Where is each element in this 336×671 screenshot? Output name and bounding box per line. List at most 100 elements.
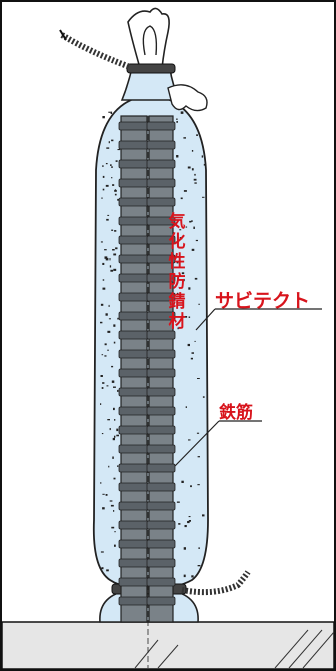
particle bbox=[114, 531, 116, 533]
particle bbox=[187, 343, 190, 347]
particle bbox=[102, 287, 106, 290]
inhibitor-char: 材 bbox=[168, 312, 186, 332]
particle bbox=[109, 265, 112, 268]
rebar-rib bbox=[146, 159, 176, 169]
particle bbox=[114, 193, 117, 196]
particle bbox=[191, 352, 194, 354]
particle bbox=[113, 407, 115, 411]
rebar-rib bbox=[118, 577, 150, 587]
particle bbox=[188, 316, 191, 318]
rebar-rib bbox=[118, 140, 150, 150]
particle bbox=[108, 141, 110, 144]
particle bbox=[114, 189, 117, 192]
rebar-label: 鉄筋 bbox=[219, 403, 253, 423]
rebar-rib bbox=[146, 577, 176, 587]
particle bbox=[100, 303, 104, 306]
particle bbox=[176, 262, 179, 264]
particle bbox=[179, 237, 183, 240]
rebar-rib bbox=[118, 254, 150, 264]
particle bbox=[176, 121, 178, 123]
particle bbox=[187, 166, 191, 169]
particle bbox=[194, 182, 197, 184]
rebar-rib bbox=[146, 463, 176, 473]
particle bbox=[191, 248, 195, 251]
particle bbox=[176, 118, 178, 120]
particle bbox=[104, 343, 107, 346]
particle bbox=[185, 316, 188, 318]
particle bbox=[191, 168, 194, 171]
inhibitor-char: 性 bbox=[168, 252, 186, 272]
particle bbox=[101, 197, 103, 199]
particle bbox=[188, 287, 191, 290]
particle bbox=[107, 419, 110, 421]
particle bbox=[197, 484, 200, 486]
particle bbox=[194, 277, 198, 280]
particle bbox=[100, 241, 103, 243]
particle bbox=[180, 197, 183, 200]
rebar-rib bbox=[146, 254, 176, 264]
particle bbox=[101, 354, 104, 356]
particle bbox=[108, 318, 111, 320]
particle bbox=[114, 230, 117, 232]
rebar-leader bbox=[174, 420, 220, 467]
particle bbox=[102, 165, 104, 167]
particle bbox=[178, 275, 180, 277]
inhibitor-char: 錆 bbox=[168, 292, 186, 312]
particle bbox=[198, 303, 200, 305]
particle bbox=[105, 494, 108, 496]
particle bbox=[100, 375, 103, 377]
particle bbox=[203, 163, 206, 166]
particle bbox=[115, 247, 118, 250]
particle bbox=[116, 428, 119, 432]
rebar-rib bbox=[118, 425, 150, 435]
top-wire-tie bbox=[60, 32, 132, 70]
particle bbox=[183, 190, 187, 192]
inhibitor-char: 化 bbox=[168, 232, 186, 252]
particle bbox=[107, 349, 109, 351]
particle bbox=[184, 525, 187, 528]
particle bbox=[190, 357, 193, 360]
rebar-rib bbox=[146, 501, 176, 511]
particle bbox=[183, 547, 186, 550]
rebar-rib bbox=[146, 178, 176, 188]
particle bbox=[105, 184, 109, 187]
particle bbox=[115, 160, 118, 162]
particle bbox=[188, 516, 191, 518]
rebar-rib bbox=[146, 520, 176, 530]
particle bbox=[102, 382, 105, 384]
rebar-rib bbox=[118, 349, 150, 359]
rebar-rib bbox=[146, 406, 176, 416]
particle bbox=[194, 340, 196, 342]
rebar-rib bbox=[146, 368, 176, 378]
particle bbox=[112, 437, 115, 441]
ground-hatch bbox=[134, 629, 335, 669]
particle bbox=[190, 485, 192, 488]
particle bbox=[109, 258, 111, 261]
particle bbox=[100, 482, 102, 484]
particle bbox=[104, 249, 107, 251]
particle bbox=[106, 385, 109, 387]
rebar-rib bbox=[146, 235, 176, 245]
rebar-rib bbox=[146, 273, 176, 283]
particle bbox=[180, 111, 184, 114]
inhibitor-char: 防 bbox=[168, 272, 186, 292]
particle bbox=[101, 567, 104, 570]
ground-slab bbox=[1, 621, 335, 670]
top-tie-band bbox=[126, 63, 176, 74]
particle bbox=[117, 389, 119, 392]
particle bbox=[183, 137, 186, 139]
rebar-rib bbox=[118, 444, 150, 454]
particle bbox=[102, 175, 105, 178]
rebar-rib bbox=[118, 216, 150, 226]
particle bbox=[110, 111, 113, 114]
rebar-rib bbox=[118, 368, 150, 378]
particle bbox=[179, 229, 182, 231]
rebar-rib bbox=[146, 425, 176, 435]
particle bbox=[113, 341, 116, 344]
particle bbox=[104, 355, 107, 357]
particle bbox=[191, 575, 194, 578]
rebar-rib bbox=[118, 178, 150, 188]
rebar-rib bbox=[146, 121, 176, 131]
